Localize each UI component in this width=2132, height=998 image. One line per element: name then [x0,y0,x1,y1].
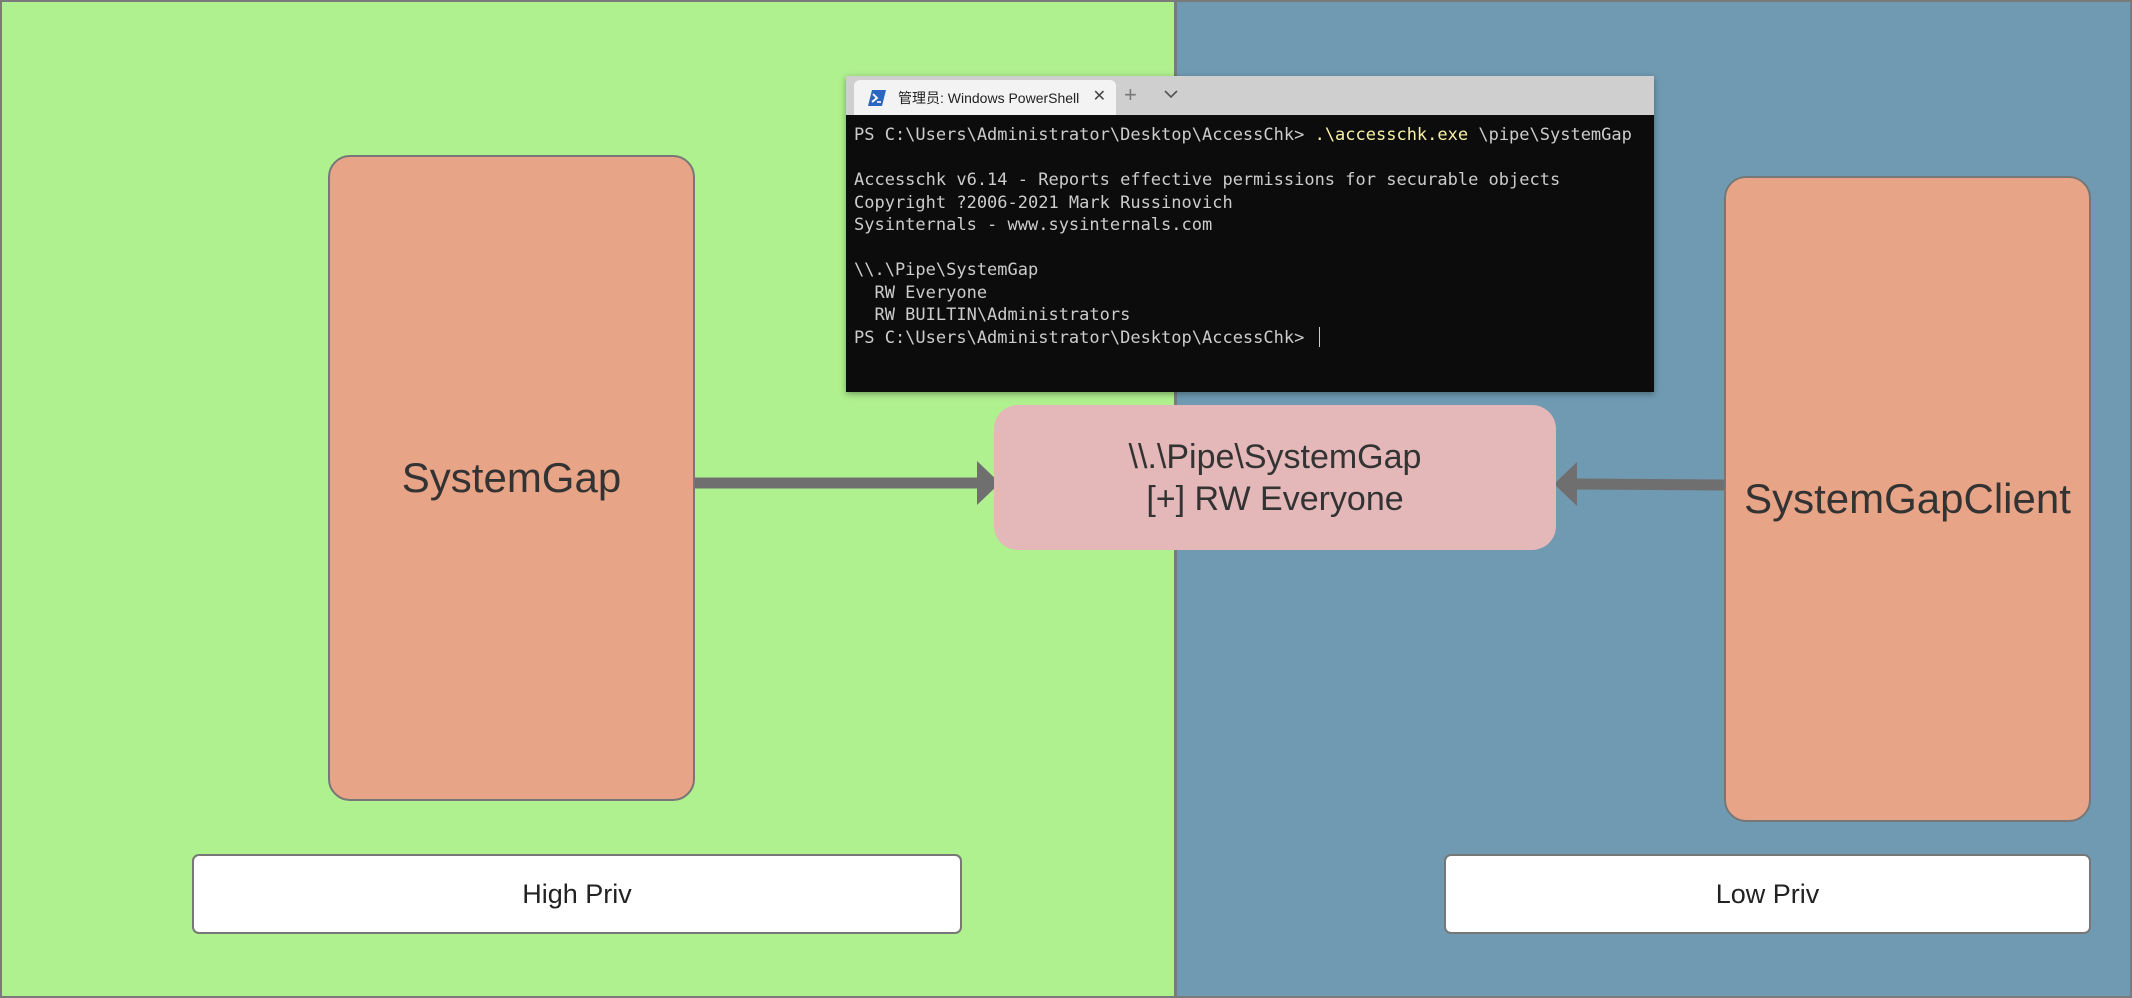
systemgap-process-box: SystemGap [328,155,695,801]
terminal-output-line: \\.\Pipe\SystemGap [854,260,1039,280]
named-pipe-name: \\.\Pipe\SystemGap [1128,437,1422,476]
terminal-titlebar: 管理员: Windows PowerShell ✕ + [846,76,1654,115]
terminal-final-prompt: PS C:\Users\Administrator\Desktop\Access… [854,327,1315,348]
terminal-output-line: Accesschk v6.14 - Reports effective perm… [854,170,1561,190]
terminal-tab-title: 管理员: Windows PowerShell [898,89,1080,106]
terminal-output-line [854,147,1646,170]
terminal-output[interactable]: PS C:\Users\Administrator\Desktop\Access… [854,124,1646,349]
terminal-output-line: Sysinternals - www.sysinternals.com [854,215,1213,235]
terminal-output-line: RW Everyone [854,282,988,303]
terminal-prompt: PS C:\Users\Administrator\Desktop\Access… [854,125,1315,145]
terminal-cursor [1318,326,1320,347]
new-tab-icon[interactable]: + [1124,82,1137,107]
named-pipe-permission: [+] RW Everyone [1146,479,1404,518]
systemgapclient-process-box: SystemGapClient [1724,176,2091,822]
high-priv-label-text: High Priv [522,878,632,909]
powershell-icon [868,89,886,106]
terminal-output-line: RW BUILTIN\Administrators [854,305,1131,325]
low-priv-label-text: Low Priv [1715,878,1820,909]
powershell-terminal-window: 管理员: Windows PowerShell ✕ + PS C:\Users\… [846,76,1654,392]
chevron-down-icon[interactable] [1162,84,1180,104]
close-icon[interactable]: ✕ [1092,88,1106,105]
terminal-output-line: Copyright ?2006-2021 Mark Russinovich [854,192,1233,213]
terminal-output-lines: Accesschk v6.14 - Reports effective perm… [854,147,1646,327]
terminal-command-args: \pipe\SystemGap [1468,125,1632,145]
systemgap-process-label: SystemGap [401,454,622,501]
low-priv-label: Low Priv [1444,854,2091,934]
terminal-command: .\accesschk.exe [1314,125,1469,145]
terminal-tab[interactable]: 管理员: Windows PowerShell ✕ [854,80,1116,115]
high-priv-label: High Priv [192,854,962,934]
terminal-output-line [854,237,1646,260]
named-pipe-box: \\.\Pipe\SystemGap [+] RW Everyone [994,405,1556,550]
systemgapclient-process-label: SystemGapClient [1744,475,2071,522]
